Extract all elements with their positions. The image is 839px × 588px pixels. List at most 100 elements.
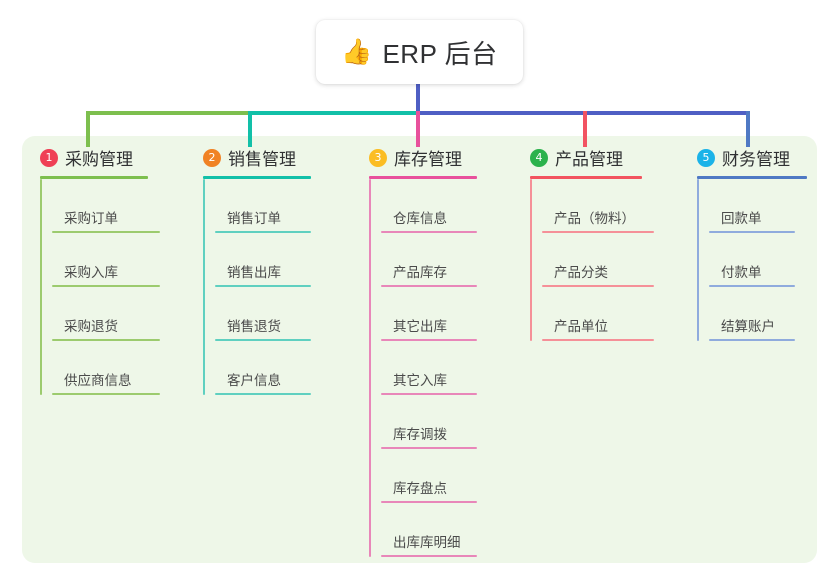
branch-item[interactable]: 其它出库: [381, 287, 519, 341]
branch-number-badge: 2: [203, 148, 221, 167]
branch-item-underline: [215, 231, 311, 233]
branch-header-finance[interactable]: 5 财务管理: [697, 145, 839, 170]
branch-item[interactable]: 其它入库: [381, 341, 519, 395]
branch-column-finance: 5 财务管理回款单付款单结算账户: [697, 145, 839, 341]
branch-spine: [203, 179, 205, 395]
branch-item-underline: [542, 231, 654, 233]
branch-item[interactable]: 出库库明细: [381, 503, 519, 557]
branch-item[interactable]: 仓库信息: [381, 179, 519, 233]
branch-item-label: 采购退货: [64, 319, 118, 334]
branch-item-underline: [215, 339, 311, 341]
branch-header-sales[interactable]: 2 销售管理: [203, 145, 353, 170]
branch-header-purchasing[interactable]: 1 采购管理: [40, 145, 190, 170]
branch-item[interactable]: 产品（物料）: [542, 179, 690, 233]
branch-item[interactable]: 库存盘点: [381, 449, 519, 503]
branch-item[interactable]: 付款单: [709, 233, 839, 287]
branch-number-badge: 5: [697, 148, 715, 167]
connector-drop-product: [583, 111, 587, 147]
branch-underline: [40, 176, 148, 179]
branch-item[interactable]: 销售出库: [215, 233, 353, 287]
connector-root-trunk: [416, 84, 420, 113]
branch-item[interactable]: 供应商信息: [52, 341, 190, 395]
root-node-title: ERP 后台: [382, 38, 498, 69]
branch-title: 库存管理: [394, 150, 462, 169]
branch-item[interactable]: 采购入库: [52, 233, 190, 287]
connector-drop-purchasing: [86, 111, 90, 147]
branch-spine: [369, 179, 371, 557]
branch-item[interactable]: 产品库存: [381, 233, 519, 287]
branch-title: 销售管理: [228, 150, 296, 169]
branch-item-underline: [381, 285, 477, 287]
branch-spine: [40, 179, 42, 395]
branch-item-underline: [542, 339, 654, 341]
branch-item-underline: [381, 339, 477, 341]
branch-item-label: 采购订单: [64, 211, 118, 226]
connector-drop-sales: [248, 111, 252, 147]
branch-column-sales: 2 销售管理销售订单销售出库销售退货客户信息: [203, 145, 353, 395]
branch-header-product[interactable]: 4 产品管理: [530, 145, 690, 170]
branch-underline: [203, 176, 311, 179]
branch-item-underline: [381, 393, 477, 395]
branch-item[interactable]: 产品单位: [542, 287, 690, 341]
connector-bus-segment-teal: [250, 111, 418, 115]
branch-item-underline: [381, 555, 477, 557]
branch-underline: [530, 176, 642, 179]
branch-items-purchasing: 采购订单采购入库采购退货供应商信息: [40, 179, 190, 395]
branch-item-label: 产品库存: [393, 265, 447, 280]
branch-item-label: 销售退货: [227, 319, 281, 334]
branch-items-inventory: 仓库信息产品库存其它出库其它入库库存调拨库存盘点出库库明细: [369, 179, 519, 557]
branch-underline: [369, 176, 477, 179]
branch-item-underline: [709, 285, 795, 287]
branch-item-underline: [52, 285, 160, 287]
branch-item[interactable]: 采购退货: [52, 287, 190, 341]
branch-item-label: 库存盘点: [393, 481, 447, 496]
branch-item-underline: [381, 501, 477, 503]
branch-items-finance: 回款单付款单结算账户: [697, 179, 839, 341]
branch-item[interactable]: 产品分类: [542, 233, 690, 287]
branch-item-label: 其它出库: [393, 319, 447, 334]
branch-item-underline: [215, 393, 311, 395]
branch-item-underline: [542, 285, 654, 287]
branch-item[interactable]: 采购订单: [52, 179, 190, 233]
branch-item-label: 仓库信息: [393, 211, 447, 226]
branch-item-underline: [709, 339, 795, 341]
branch-item-underline: [52, 231, 160, 233]
branch-item-label: 销售出库: [227, 265, 281, 280]
diagram-panel: [22, 136, 817, 563]
branch-number-badge: 4: [530, 148, 548, 167]
thumbs-up-icon: 👍: [341, 37, 373, 66]
branch-title: 采购管理: [65, 150, 133, 169]
branch-item-label: 出库库明细: [393, 535, 461, 550]
branch-item[interactable]: 销售订单: [215, 179, 353, 233]
branch-item-label: 采购入库: [64, 265, 118, 280]
branch-item-underline: [215, 285, 311, 287]
branch-item-underline: [381, 447, 477, 449]
connector-bus-segment-green: [86, 111, 252, 115]
branch-item-underline: [52, 393, 160, 395]
branch-item[interactable]: 客户信息: [215, 341, 353, 395]
branch-item[interactable]: 结算账户: [709, 287, 839, 341]
branch-title: 产品管理: [555, 150, 623, 169]
branch-items-sales: 销售订单销售出库销售退货客户信息: [203, 179, 353, 395]
branch-item[interactable]: 回款单: [709, 179, 839, 233]
branch-item-label: 供应商信息: [64, 373, 132, 388]
branch-item-label: 客户信息: [227, 373, 281, 388]
branch-item-label: 库存调拨: [393, 427, 447, 442]
branch-item-label: 产品（物料）: [554, 211, 635, 226]
branch-item-label: 付款单: [721, 265, 762, 280]
branch-item-label: 产品单位: [554, 319, 608, 334]
branch-item[interactable]: 销售退货: [215, 287, 353, 341]
branch-item-label: 销售订单: [227, 211, 281, 226]
branch-number-badge: 1: [40, 148, 58, 167]
branch-column-purchasing: 1 采购管理采购订单采购入库采购退货供应商信息: [40, 145, 190, 395]
root-node[interactable]: 👍 ERP 后台: [316, 20, 523, 84]
branch-item[interactable]: 库存调拨: [381, 395, 519, 449]
branch-item-label: 其它入库: [393, 373, 447, 388]
branch-item-underline: [52, 339, 160, 341]
branch-item-label: 回款单: [721, 211, 762, 226]
branch-title: 财务管理: [722, 150, 790, 169]
branch-items-product: 产品（物料） 产品分类产品单位: [530, 179, 690, 341]
branch-item-underline: [709, 231, 795, 233]
